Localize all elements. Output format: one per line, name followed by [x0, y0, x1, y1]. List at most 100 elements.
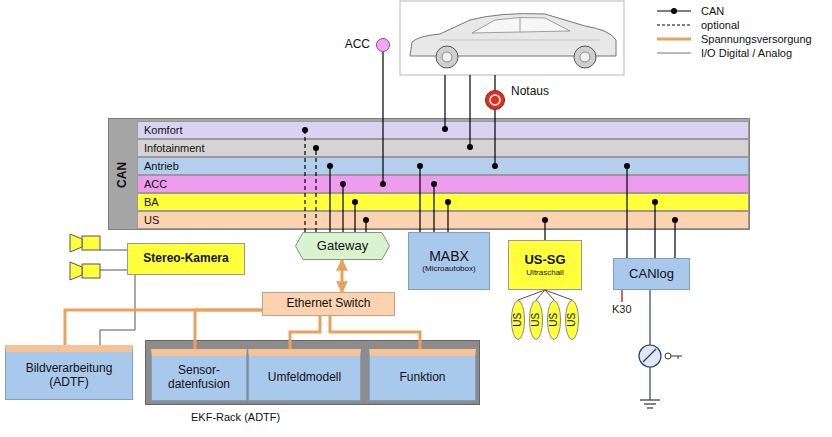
node-label: US: [566, 313, 578, 327]
car-line: [440, 40, 600, 41]
terminal-label: K30: [612, 303, 632, 316]
power-ethernet-line: [341, 260, 344, 292]
node-label: Sensor- datenfusion: [152, 364, 246, 392]
connector-group: [195, 310, 262, 349]
node-label: US: [548, 313, 560, 327]
camera-body: [82, 236, 100, 250]
ground-symbol: [640, 399, 660, 400]
bus-dot: [542, 217, 548, 223]
shape-fill: [512, 301, 525, 340]
power-ethernet-line: [330, 316, 420, 349]
legend-text: I/O Digital / Analog: [701, 47, 792, 60]
ultrasonic-sensor: US: [511, 300, 525, 340]
ground-symbol: [644, 403, 656, 404]
connector-group: [518, 290, 545, 300]
text-holder: CAN: [109, 119, 137, 231]
shape-fill: [377, 39, 390, 52]
camera-lens: [70, 234, 82, 252]
connector-group: [313, 145, 319, 232]
process-box: US-SGUltraschall: [508, 240, 582, 290]
bus-connector: [536, 290, 545, 300]
bus-dot: [492, 163, 498, 169]
legend-row: CAN: [655, 5, 724, 18]
shape-fill: [486, 91, 505, 110]
bus-dot: [380, 181, 386, 187]
connector-group: [363, 217, 369, 232]
bus-dot: [417, 163, 423, 169]
node-label: US: [530, 313, 542, 327]
legend-text: CAN: [701, 5, 724, 18]
shape-fill: [530, 301, 543, 340]
io-wire: [100, 250, 127, 251]
connector-group: [492, 110, 498, 169]
connector-group: [431, 181, 437, 232]
connector-group: [672, 217, 678, 258]
legend-text: optional: [701, 19, 740, 32]
acc-sensor-circle: ACC: [376, 38, 390, 52]
process-box: Bildverarbeitung (ADTF): [5, 345, 133, 400]
node-label: US: [144, 214, 159, 227]
connector-group: [327, 163, 333, 232]
gateway-hexagon: Gateway: [295, 232, 390, 260]
car-wire: [469, 75, 470, 147]
node-label: Stereo-Kamera: [143, 252, 228, 266]
car-wheel: [574, 46, 596, 68]
connector-group: [342, 260, 343, 292]
bus-dot: [442, 126, 448, 132]
car-wire: [444, 75, 445, 129]
bus-dot: [652, 199, 658, 205]
can-band: ACC: [137, 175, 749, 193]
legend-line: [657, 38, 691, 41]
node-sublabel: (Microautobox): [422, 264, 475, 273]
can-band: US: [137, 211, 749, 229]
process-box: Sensor- datenfusion: [151, 349, 247, 401]
connector-group: [65, 310, 262, 345]
bus-connector: [494, 110, 495, 166]
power-ethernet-line: [65, 310, 262, 345]
rack-container: EKF-Rack (ADTF)Sensor- datenfusionUmfeld…: [145, 340, 480, 405]
legend-row: Spannungsversorgung: [655, 33, 812, 46]
connector-group: [624, 163, 630, 258]
connector-group: [302, 127, 308, 232]
car-hub: [442, 52, 452, 62]
switch-wire: [649, 290, 650, 345]
bus-dot: [313, 145, 319, 151]
node-label: MABX: [429, 248, 469, 264]
connector-group: [536, 290, 545, 300]
can-bus-panel: CANKomfortInfotainmentAntriebACCBAUS: [108, 118, 750, 230]
switch-contact: [643, 349, 656, 362]
bus-dot: [340, 181, 346, 187]
can-band: Antrieb: [137, 157, 749, 175]
bus-dot: [672, 217, 678, 223]
bus-dot: [624, 163, 630, 169]
node-label: CANlog: [629, 267, 674, 282]
shape-outline: [376, 38, 390, 52]
legend-row: optional: [655, 19, 740, 32]
node-label: EKF-Rack (ADTF): [191, 411, 280, 424]
bus-connector: [447, 202, 448, 232]
process-box: Ethernet Switch: [262, 292, 395, 316]
bus-dot: [302, 127, 308, 133]
ground-symbol: [647, 407, 653, 408]
bus-connector: [654, 202, 655, 258]
car-pillar: [520, 17, 521, 32]
node-label: Infotainment: [144, 142, 205, 155]
connector-group: [542, 217, 548, 240]
camera-body: [82, 264, 100, 278]
bus-connector: [342, 184, 343, 232]
car-window: [472, 17, 570, 33]
io-wire: [100, 270, 127, 271]
ultrasonic-sensor: US: [547, 300, 561, 340]
label-holder: K30: [612, 303, 632, 316]
node-label: ACC: [144, 178, 167, 191]
shape-fill: [296, 233, 390, 260]
bus-connector: [382, 52, 383, 184]
process-box: Funktion: [369, 349, 476, 401]
connector-group: [380, 52, 386, 187]
connector-group: [330, 316, 420, 349]
car-frame: [400, 1, 624, 75]
node-label: BA: [144, 196, 159, 209]
process-box: Umfeldmodell: [248, 349, 361, 401]
legend-sample: [655, 5, 695, 17]
bus-connector: [626, 166, 627, 258]
